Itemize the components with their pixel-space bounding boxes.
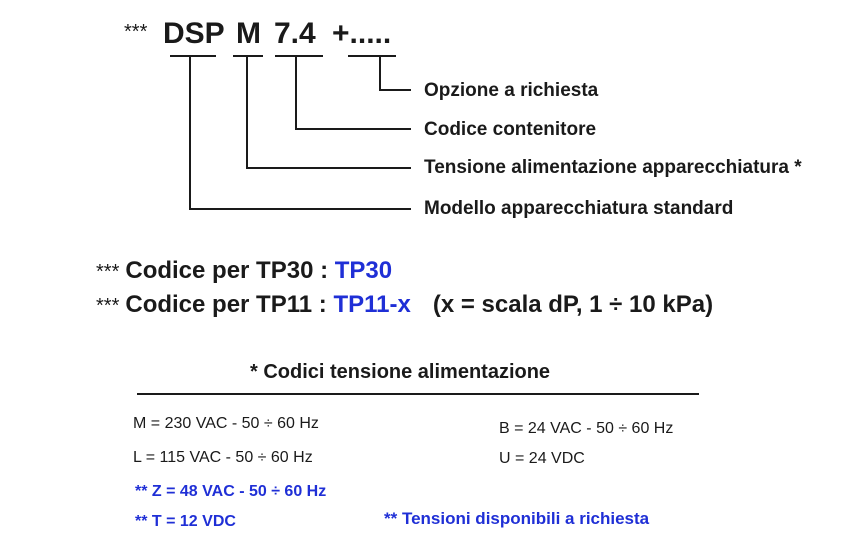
voltage-section-title: * Codici tensione alimentazione <box>250 361 551 383</box>
callout-container: Codice contenitore <box>424 119 597 140</box>
leader-container-v <box>295 56 297 130</box>
code-part-container: 7.4 <box>274 17 316 50</box>
tp11-note: (x = scala dP, 1 ÷ 10 kPa) <box>432 291 714 318</box>
leader-voltage-v <box>246 56 248 169</box>
voltage-code-b: B = 24 VAC - 50 ÷ 60 Hz <box>499 420 674 437</box>
tp30-label: Codice per TP30 : <box>125 257 329 284</box>
callout-model: Modello apparecchiatura standard <box>424 198 734 219</box>
tp30-code-row: ***Codice per TP30 : TP30 <box>96 256 392 287</box>
leader-option-h <box>379 89 411 91</box>
tp11-code-row: ***Codice per TP11 : TP11-x (x = scala dP… <box>96 290 713 321</box>
leader-container-h <box>295 128 411 130</box>
voltage-code-z: ** Z = 48 VAC - 50 ÷ 60 Hz <box>135 483 327 500</box>
tp11-stars: *** <box>96 295 120 317</box>
code-prefix: *** <box>124 21 148 43</box>
code-part-model: DSP <box>163 17 225 50</box>
tp30-stars: *** <box>96 261 120 283</box>
callout-voltage: Tensione alimentazione apparecchiatura * <box>424 157 802 178</box>
underline-option <box>348 55 396 57</box>
underline-container <box>275 55 323 57</box>
leader-model-h <box>189 208 411 210</box>
voltage-code-t: ** T = 12 VDC <box>135 513 236 530</box>
underline-voltage <box>233 55 263 57</box>
tp11-code: TP11-x <box>333 291 411 318</box>
leader-option-v <box>379 56 381 91</box>
voltage-code-l: L = 115 VAC - 50 ÷ 60 Hz <box>133 449 313 466</box>
code-part-option: +..... <box>332 17 392 50</box>
callout-option: Opzione a richiesta <box>424 80 599 101</box>
voltage-section-divider <box>137 393 699 395</box>
code-part-voltage: M <box>236 17 261 50</box>
voltage-code-m: M = 230 VAC - 50 ÷ 60 Hz <box>133 415 319 432</box>
leader-model-v <box>189 56 191 210</box>
leader-voltage-h <box>246 167 411 169</box>
tp30-code: TP30 <box>334 257 393 284</box>
on-request-note: ** Tensioni disponibili a richiesta <box>384 509 650 528</box>
voltage-code-u: U = 24 VDC <box>499 450 585 467</box>
tp11-label: Codice per TP11 : <box>125 291 327 318</box>
underline-model <box>170 55 216 57</box>
